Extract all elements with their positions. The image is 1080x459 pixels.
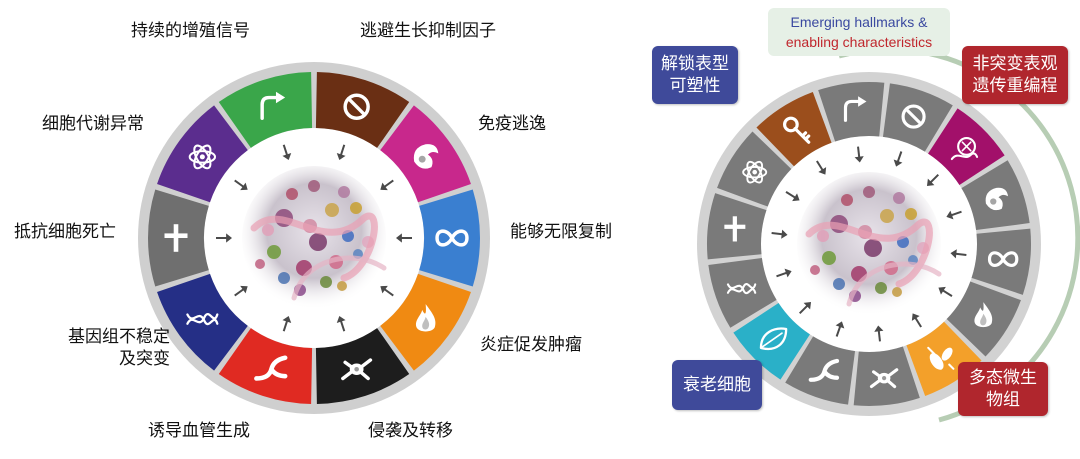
atom-icon xyxy=(188,144,217,170)
label-proliferative-signaling: 持续的增殖信号 xyxy=(131,21,250,41)
metastasis-cell-icon xyxy=(341,358,373,381)
immune-cell-icon xyxy=(413,144,439,169)
flame-icon xyxy=(974,302,993,328)
box-plasticity-line1: 解锁表型 xyxy=(661,54,729,74)
atom-icon xyxy=(742,160,768,184)
label-genome-instability: 基因组不稳定 及突变 xyxy=(38,326,170,370)
infinity-icon xyxy=(987,251,1019,267)
leaf-icon xyxy=(759,327,788,351)
dna-icon xyxy=(186,313,219,326)
right-segment-no-entry xyxy=(882,83,953,152)
key-icon xyxy=(783,116,811,144)
left-segment-vessel xyxy=(218,328,313,404)
dna-icon xyxy=(726,283,757,295)
dagger-icon xyxy=(724,216,746,242)
right-hallmark-wheel xyxy=(697,46,1080,423)
right-segment-vessel xyxy=(785,336,856,405)
right-segment-arrow xyxy=(818,82,885,142)
emerging-line1: Emerging hallmarks & xyxy=(790,14,928,30)
vessel-icon xyxy=(808,358,840,382)
left-segment-arrow xyxy=(218,72,313,148)
box-polymorphic-microbiomes: 多态微生 物组 xyxy=(958,362,1048,416)
no-entry-icon xyxy=(901,104,926,129)
left-hallmark-wheel xyxy=(138,62,490,414)
immune-cell-icon xyxy=(985,187,1008,211)
box-senescence-label: 衰老细胞 xyxy=(683,375,751,395)
label-genome-line1: 基因组不稳定 xyxy=(68,327,170,347)
label-tumor-inflammation: 炎症促发肿瘤 xyxy=(480,335,582,355)
label-angiogenesis: 诱导血管生成 xyxy=(148,421,250,441)
box-epigenetic-line1: 非突变表观 xyxy=(972,54,1058,74)
label-evading-growth-suppressors: 逃避生长抑制因子 xyxy=(360,21,496,41)
box-epigenetic-line2: 遗传重编程 xyxy=(972,76,1058,96)
flame-icon xyxy=(415,304,436,332)
label-genome-line2: 及突变 xyxy=(119,349,170,369)
box-plasticity-line2: 可塑性 xyxy=(669,76,721,96)
infinity-icon xyxy=(435,229,469,247)
box-microbiome-line1: 多态微生 xyxy=(969,368,1037,388)
no-entry-icon xyxy=(343,93,370,120)
right-segment-atom xyxy=(717,131,792,207)
emerging-hallmarks-banner: Emerging hallmarks & enabling characteri… xyxy=(768,8,950,56)
right-segment-dna xyxy=(708,257,777,328)
left-segment-no-entry xyxy=(315,72,410,148)
metastasis-cell-icon xyxy=(869,368,899,389)
label-replicative-immortality: 能够无限复制 xyxy=(510,222,612,242)
label-invasion-metastasis: 侵袭及转移 xyxy=(368,421,453,441)
box-senescent-cells: 衰老细胞 xyxy=(672,360,762,410)
emerging-line2: enabling characteristics xyxy=(785,34,933,50)
box-epigenetic-reprogramming: 非突变表观 遗传重编程 xyxy=(962,46,1068,104)
arrow-icon xyxy=(843,96,867,122)
left-segment-atom xyxy=(157,105,248,203)
box-phenotypic-plasticity: 解锁表型 可塑性 xyxy=(652,46,738,104)
box-microbiome-line2: 物组 xyxy=(986,390,1020,410)
vessel-icon xyxy=(254,355,288,381)
label-immune-evasion: 免疫逃逸 xyxy=(478,114,546,134)
arrow-icon xyxy=(260,91,286,120)
label-deregulated-metabolism: 细胞代谢异常 xyxy=(42,114,144,134)
epigenetic-icon xyxy=(950,136,979,161)
left-segment-infinity xyxy=(419,189,480,287)
microbe-icon xyxy=(927,346,955,370)
label-resisting-cell-death: 抵抗细胞死亡 xyxy=(14,222,116,242)
dagger-icon xyxy=(164,224,188,252)
